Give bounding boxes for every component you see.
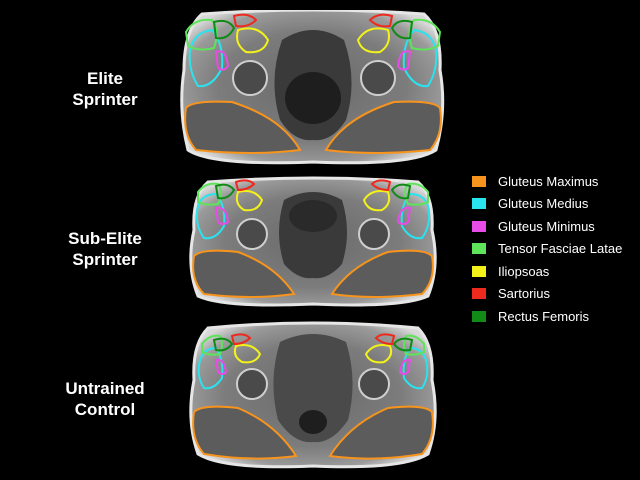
group-label-line1: Sub-Elite — [68, 229, 142, 248]
mri-scan-untrained — [172, 320, 454, 470]
legend-swatch — [472, 243, 486, 255]
group-label-elite: Elite Sprinter — [30, 68, 180, 110]
legend-swatch — [472, 265, 486, 277]
legend-swatch — [472, 220, 486, 232]
legend-item-sartorius: Sartorius — [472, 283, 632, 306]
legend-swatch — [472, 310, 486, 322]
group-label-untrained: Untrained Control — [30, 378, 180, 420]
legend-label: Tensor Fasciae Latae — [498, 241, 623, 257]
legend-item-gluteus-medius: Gluteus Medius — [472, 193, 632, 216]
group-label-line1: Untrained — [65, 379, 145, 398]
group-label-line2: Control — [74, 400, 136, 419]
legend-item-gluteus-maximus: Gluteus Maximus — [472, 170, 632, 193]
mri-cross-section-image — [189, 321, 437, 469]
group-label-line2: Sprinter — [72, 90, 138, 109]
legend-label: Gluteus Minimus — [498, 218, 595, 234]
mri-scan-elite — [172, 10, 454, 166]
legend-label: Sartorius — [498, 286, 551, 302]
legend-swatch — [472, 288, 486, 300]
group-label-line1: Elite — [87, 69, 123, 88]
group-label-sub-elite: Sub-Elite Sprinter — [30, 228, 180, 270]
muscle-legend: Gluteus Maximus Gluteus Medius Gluteus M… — [472, 170, 632, 328]
legend-label: Gluteus Maximus — [498, 173, 599, 189]
legend-label: Iliopsoas — [498, 263, 550, 279]
legend-item-rectus-femoris: Rectus Femoris — [472, 305, 632, 328]
mri-scan-sub-elite — [172, 176, 454, 308]
legend-label: Rectus Femoris — [498, 308, 590, 324]
legend-item-iliopsoas: Iliopsoas — [472, 260, 632, 283]
mri-cross-section-image — [180, 10, 445, 165]
mri-cross-section-image — [189, 176, 437, 307]
legend-item-gluteus-minimus: Gluteus Minimus — [472, 215, 632, 238]
legend-swatch — [472, 198, 486, 210]
group-label-line2: Sprinter — [72, 250, 138, 269]
legend-label: Gluteus Medius — [498, 196, 589, 212]
legend-swatch — [472, 175, 486, 187]
legend-item-tensor-fasciae-latae: Tensor Fasciae Latae — [472, 238, 632, 261]
